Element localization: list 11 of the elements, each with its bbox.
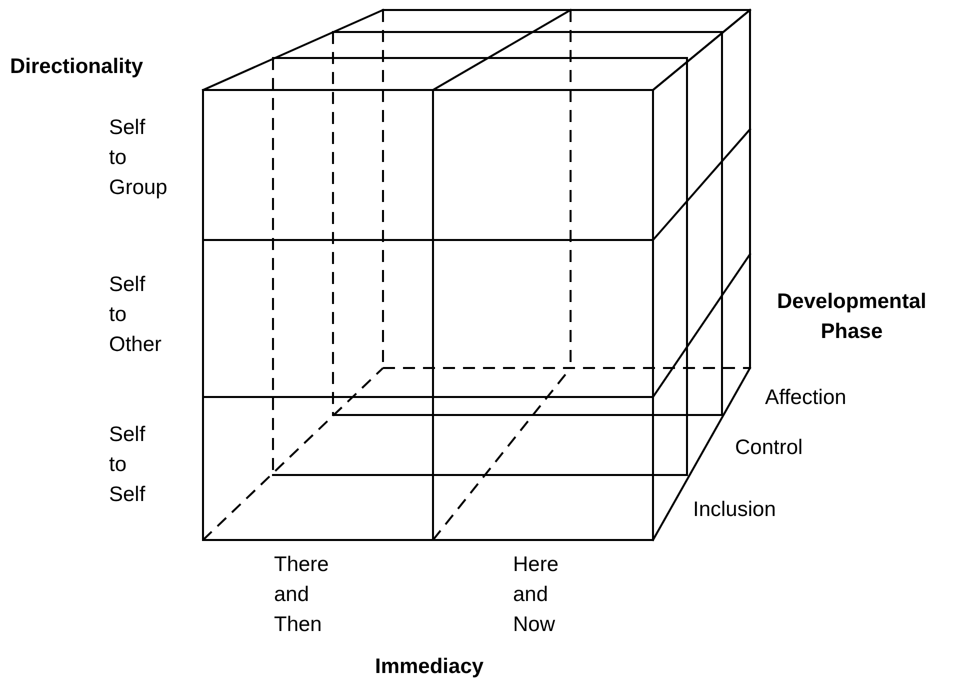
axis-label: Control — [735, 435, 803, 461]
axis-title: Directionality — [10, 54, 144, 80]
axis-label: Self to Other — [109, 272, 162, 358]
axis-label: There and Then — [274, 552, 329, 638]
axis-label: Self to Self — [109, 422, 146, 508]
axis-title: Developmental Phase — [777, 289, 926, 345]
axis-label: Inclusion — [693, 497, 776, 523]
axis-label: Affection — [765, 385, 846, 411]
axis-title: Immediacy — [375, 654, 484, 680]
axis-label: Here and Now — [513, 552, 559, 638]
axis-label: Self to Group — [109, 115, 168, 201]
